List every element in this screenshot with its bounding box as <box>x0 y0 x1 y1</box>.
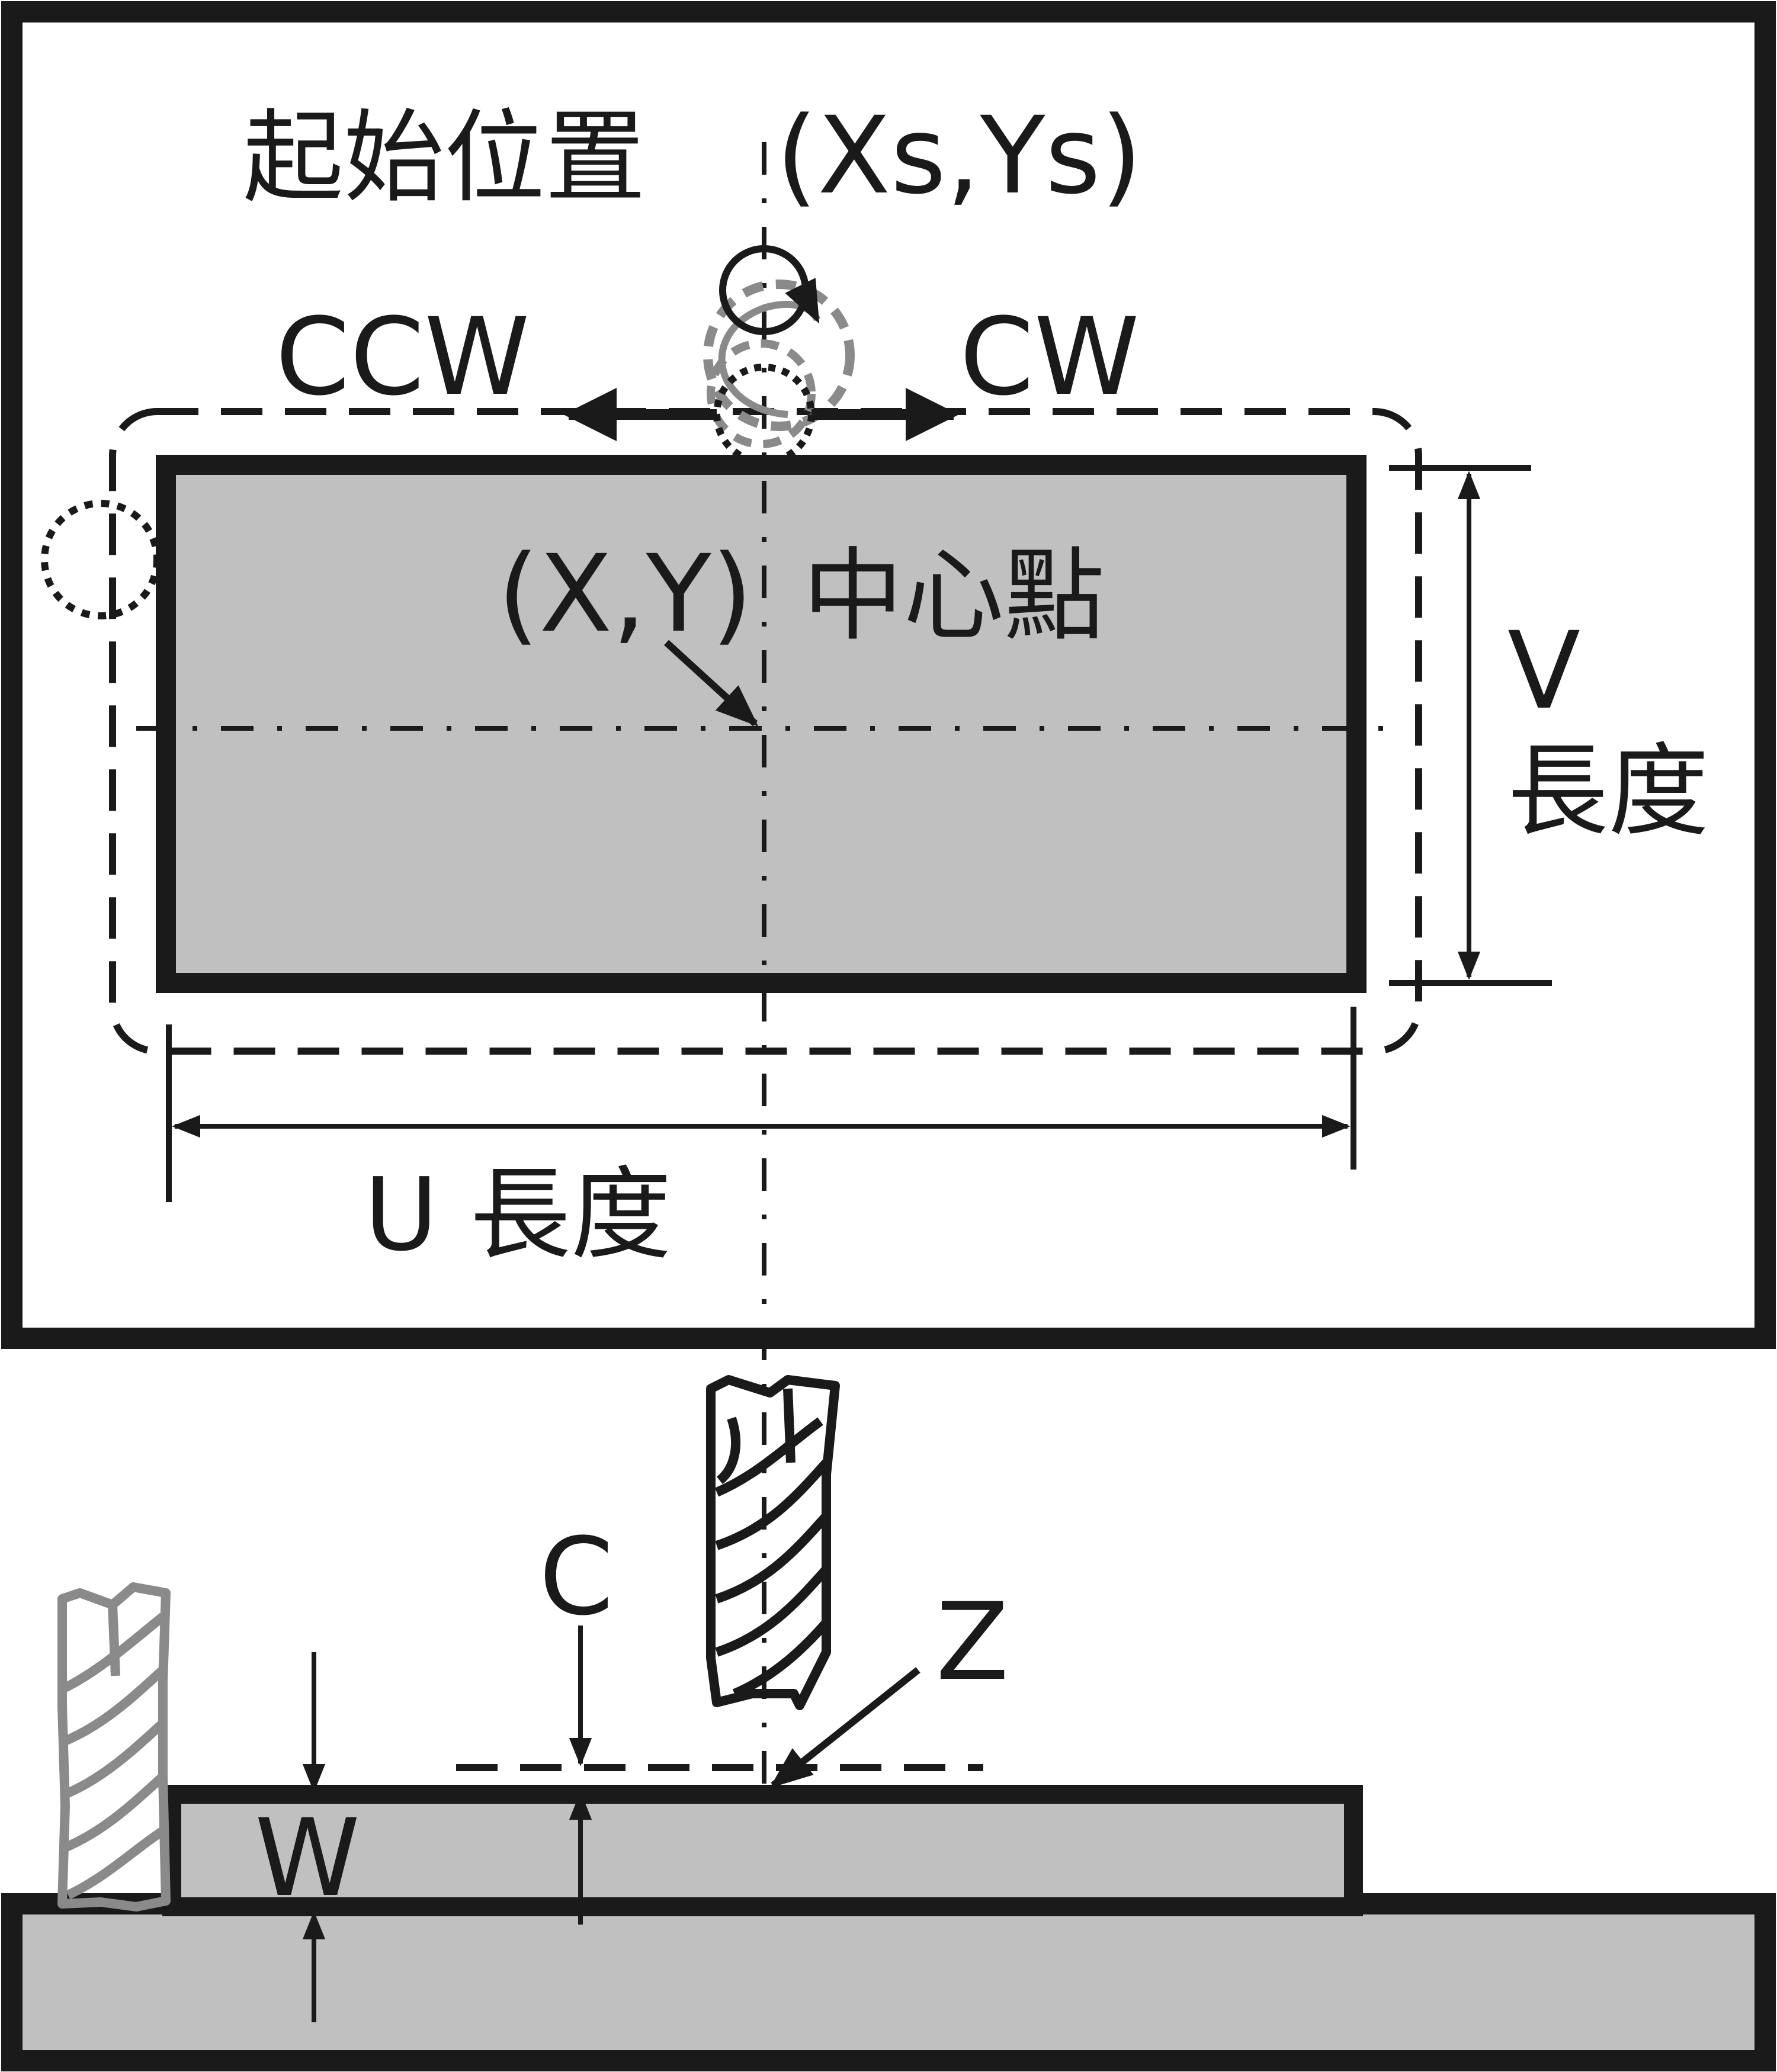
ghost-tool-circle-2 <box>707 339 816 448</box>
ccw-label: CCW <box>275 295 530 419</box>
cw-label: CW <box>960 295 1140 419</box>
corner-tool-circle <box>41 500 161 619</box>
start-tool-circle <box>719 245 809 335</box>
workpiece-side <box>162 1785 1363 1916</box>
end-mill-tool <box>706 1375 840 1710</box>
center-coords-label: (X,Y) <box>498 532 753 656</box>
ghost-end-mill-tool <box>57 1582 171 1912</box>
base-plate <box>1 1893 1776 2071</box>
center-pointer-arrow <box>663 640 759 727</box>
c-letter-label: C <box>539 1515 614 1639</box>
z-letter-label: Z <box>936 1580 1009 1704</box>
workpiece-top <box>156 455 1367 993</box>
z-pointer-arrow <box>769 1667 920 1788</box>
start-coords-label: (Xs,Ys) <box>776 94 1143 218</box>
center-point-label: 中心點 <box>803 538 1105 655</box>
v-length-label: 長度 <box>1507 733 1709 850</box>
w-letter-label: W <box>255 1797 360 1920</box>
start-position-label: 起始位置 <box>243 99 646 217</box>
u-length-label: U 長度 <box>364 1157 671 1274</box>
ghost-tool-circle-1 <box>703 280 855 431</box>
v-letter-label: V <box>1507 609 1580 733</box>
